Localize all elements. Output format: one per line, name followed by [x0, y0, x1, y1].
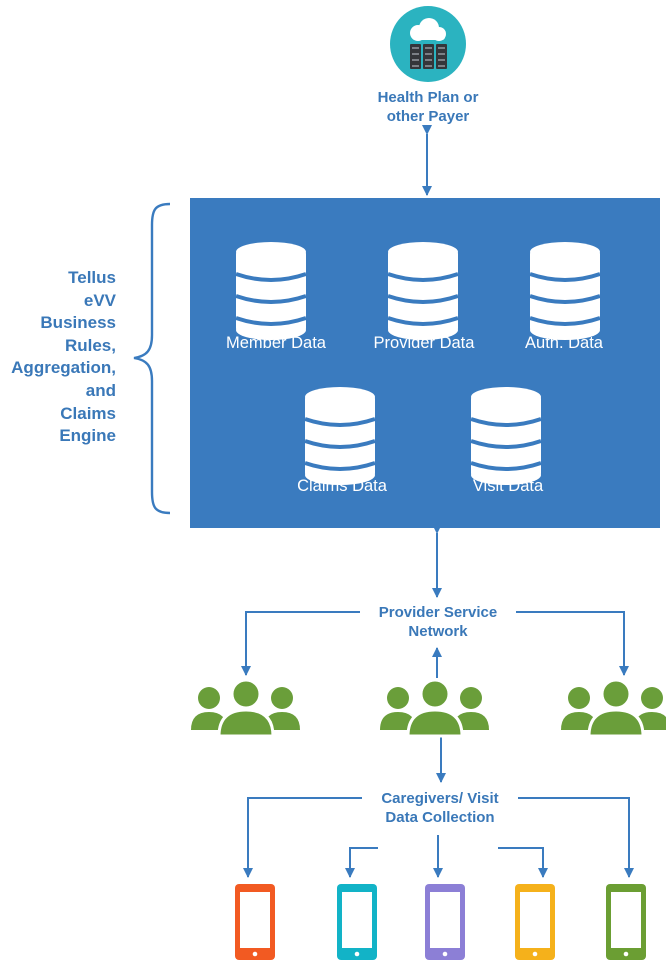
provider-network-line1: Provider Service: [378, 604, 498, 621]
engine-label-line: eVV: [83, 290, 116, 310]
caregivers-branch-4: [498, 847, 548, 878]
mobile-device-icon: [235, 884, 275, 960]
engine-label-line: Engine: [59, 426, 116, 446]
provider-data-label: Provider Data: [373, 334, 475, 352]
mobile-device-icon: [425, 884, 465, 960]
network-right-branch: [500, 611, 629, 676]
engine-label: Tellus eVV Business Rules, Aggregation, …: [0, 267, 116, 448]
caregivers-line1: Caregivers/ Visit: [381, 790, 499, 807]
engine-label-line: Business: [40, 313, 116, 333]
mobile-device-icon: [606, 884, 646, 960]
cloud-server-icon: [390, 6, 466, 82]
claims-data-label: Claims Data: [297, 477, 387, 495]
member-data-label: Member Data: [226, 334, 326, 352]
caregivers-branch-5: [512, 797, 634, 878]
engine-label-line: Aggregation,: [11, 358, 116, 378]
auth-data-label: Auth. Data: [525, 334, 603, 352]
engine-brace: [133, 202, 171, 515]
mobile-device-icon: [337, 884, 377, 960]
caregivers-line2: Data Collection: [385, 809, 495, 826]
caregivers-label: Caregivers/ Visit Data Collection: [362, 789, 518, 827]
engine-label-line: Rules,: [64, 335, 116, 355]
provider-network-label: Provider Service Network: [360, 603, 516, 641]
engine-label-line: Tellus: [68, 268, 116, 287]
payer-label: Health Plan or other Payer: [350, 88, 506, 126]
network-left-branch: [241, 611, 372, 676]
engine-label-line: Claims: [60, 403, 116, 423]
provider-network-line2: Network: [408, 623, 468, 640]
payer-label-line2: other Payer: [386, 108, 470, 125]
engine-label-line: and: [85, 380, 116, 400]
mobile-device-icon: [515, 884, 555, 960]
visit-data-label: Visit Data: [472, 477, 544, 495]
caregivers-branch-1: [243, 797, 370, 878]
payer-node: [388, 4, 468, 84]
payer-label-line1: Health Plan or: [377, 89, 479, 106]
caregivers-branch-2: [345, 847, 378, 878]
